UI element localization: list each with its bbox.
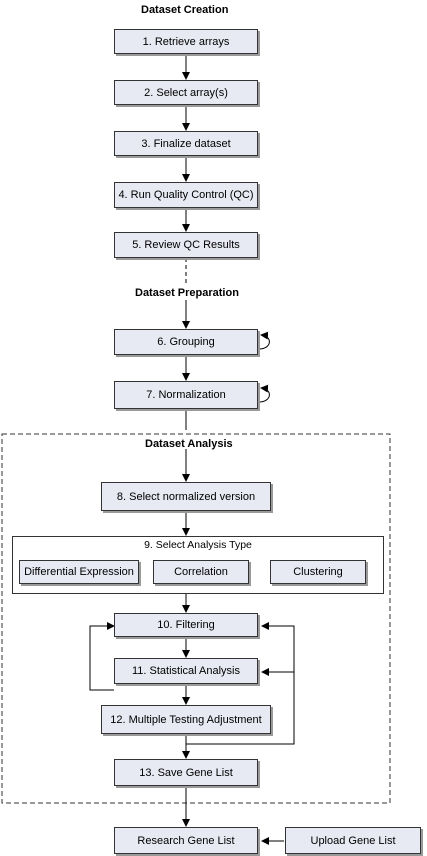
step-statistical-analysis[interactable]: 11. Statistical Analysis — [114, 658, 258, 684]
heading-dataset-analysis: Dataset Analysis — [145, 438, 233, 450]
loop-normalization — [258, 384, 270, 403]
step-filtering[interactable]: 10. Filtering — [114, 613, 258, 637]
step-retrieve-arrays[interactable]: 1. Retrieve arrays — [114, 29, 258, 54]
analysis-type-title: 9. Select Analysis Type — [144, 539, 252, 551]
step-save-gene-list[interactable]: 13. Save Gene List — [114, 759, 258, 786]
step-run-qc[interactable]: 4. Run Quality Control (QC) — [114, 182, 258, 208]
step-review-qc[interactable]: 5. Review QC Results — [114, 232, 258, 258]
heading-dataset-creation: Dataset Creation — [141, 4, 229, 16]
option-correlation[interactable]: Correlation — [153, 560, 249, 584]
analysis-type-panel: 9. Select Analysis Type Differential Exp… — [12, 536, 384, 594]
analysis-region-border — [1, 433, 391, 804]
step-finalize-dataset[interactable]: 3. Finalize dataset — [114, 131, 258, 156]
loop-left-11-to-10 — [89, 622, 115, 691]
option-differential-expression[interactable]: Differential Expression — [19, 560, 139, 584]
heading-dataset-preparation: Dataset Preparation — [135, 287, 239, 299]
step-select-arrays[interactable]: 2. Select array(s) — [114, 80, 258, 105]
upload-gene-list[interactable]: Upload Gene List — [285, 827, 421, 854]
step-select-normalized-version[interactable]: 8. Select normalized version — [101, 482, 271, 511]
step-normalization[interactable]: 7. Normalization — [114, 381, 258, 409]
loop-grouping — [258, 331, 270, 350]
loop-right-12-to-10 — [186, 622, 295, 745]
option-clustering[interactable]: Clustering — [270, 560, 366, 584]
step-grouping[interactable]: 6. Grouping — [114, 329, 258, 355]
research-gene-list[interactable]: Research Gene List — [114, 827, 258, 854]
step-multiple-testing-adjustment[interactable]: 12. Multiple Testing Adjustment — [101, 705, 271, 734]
